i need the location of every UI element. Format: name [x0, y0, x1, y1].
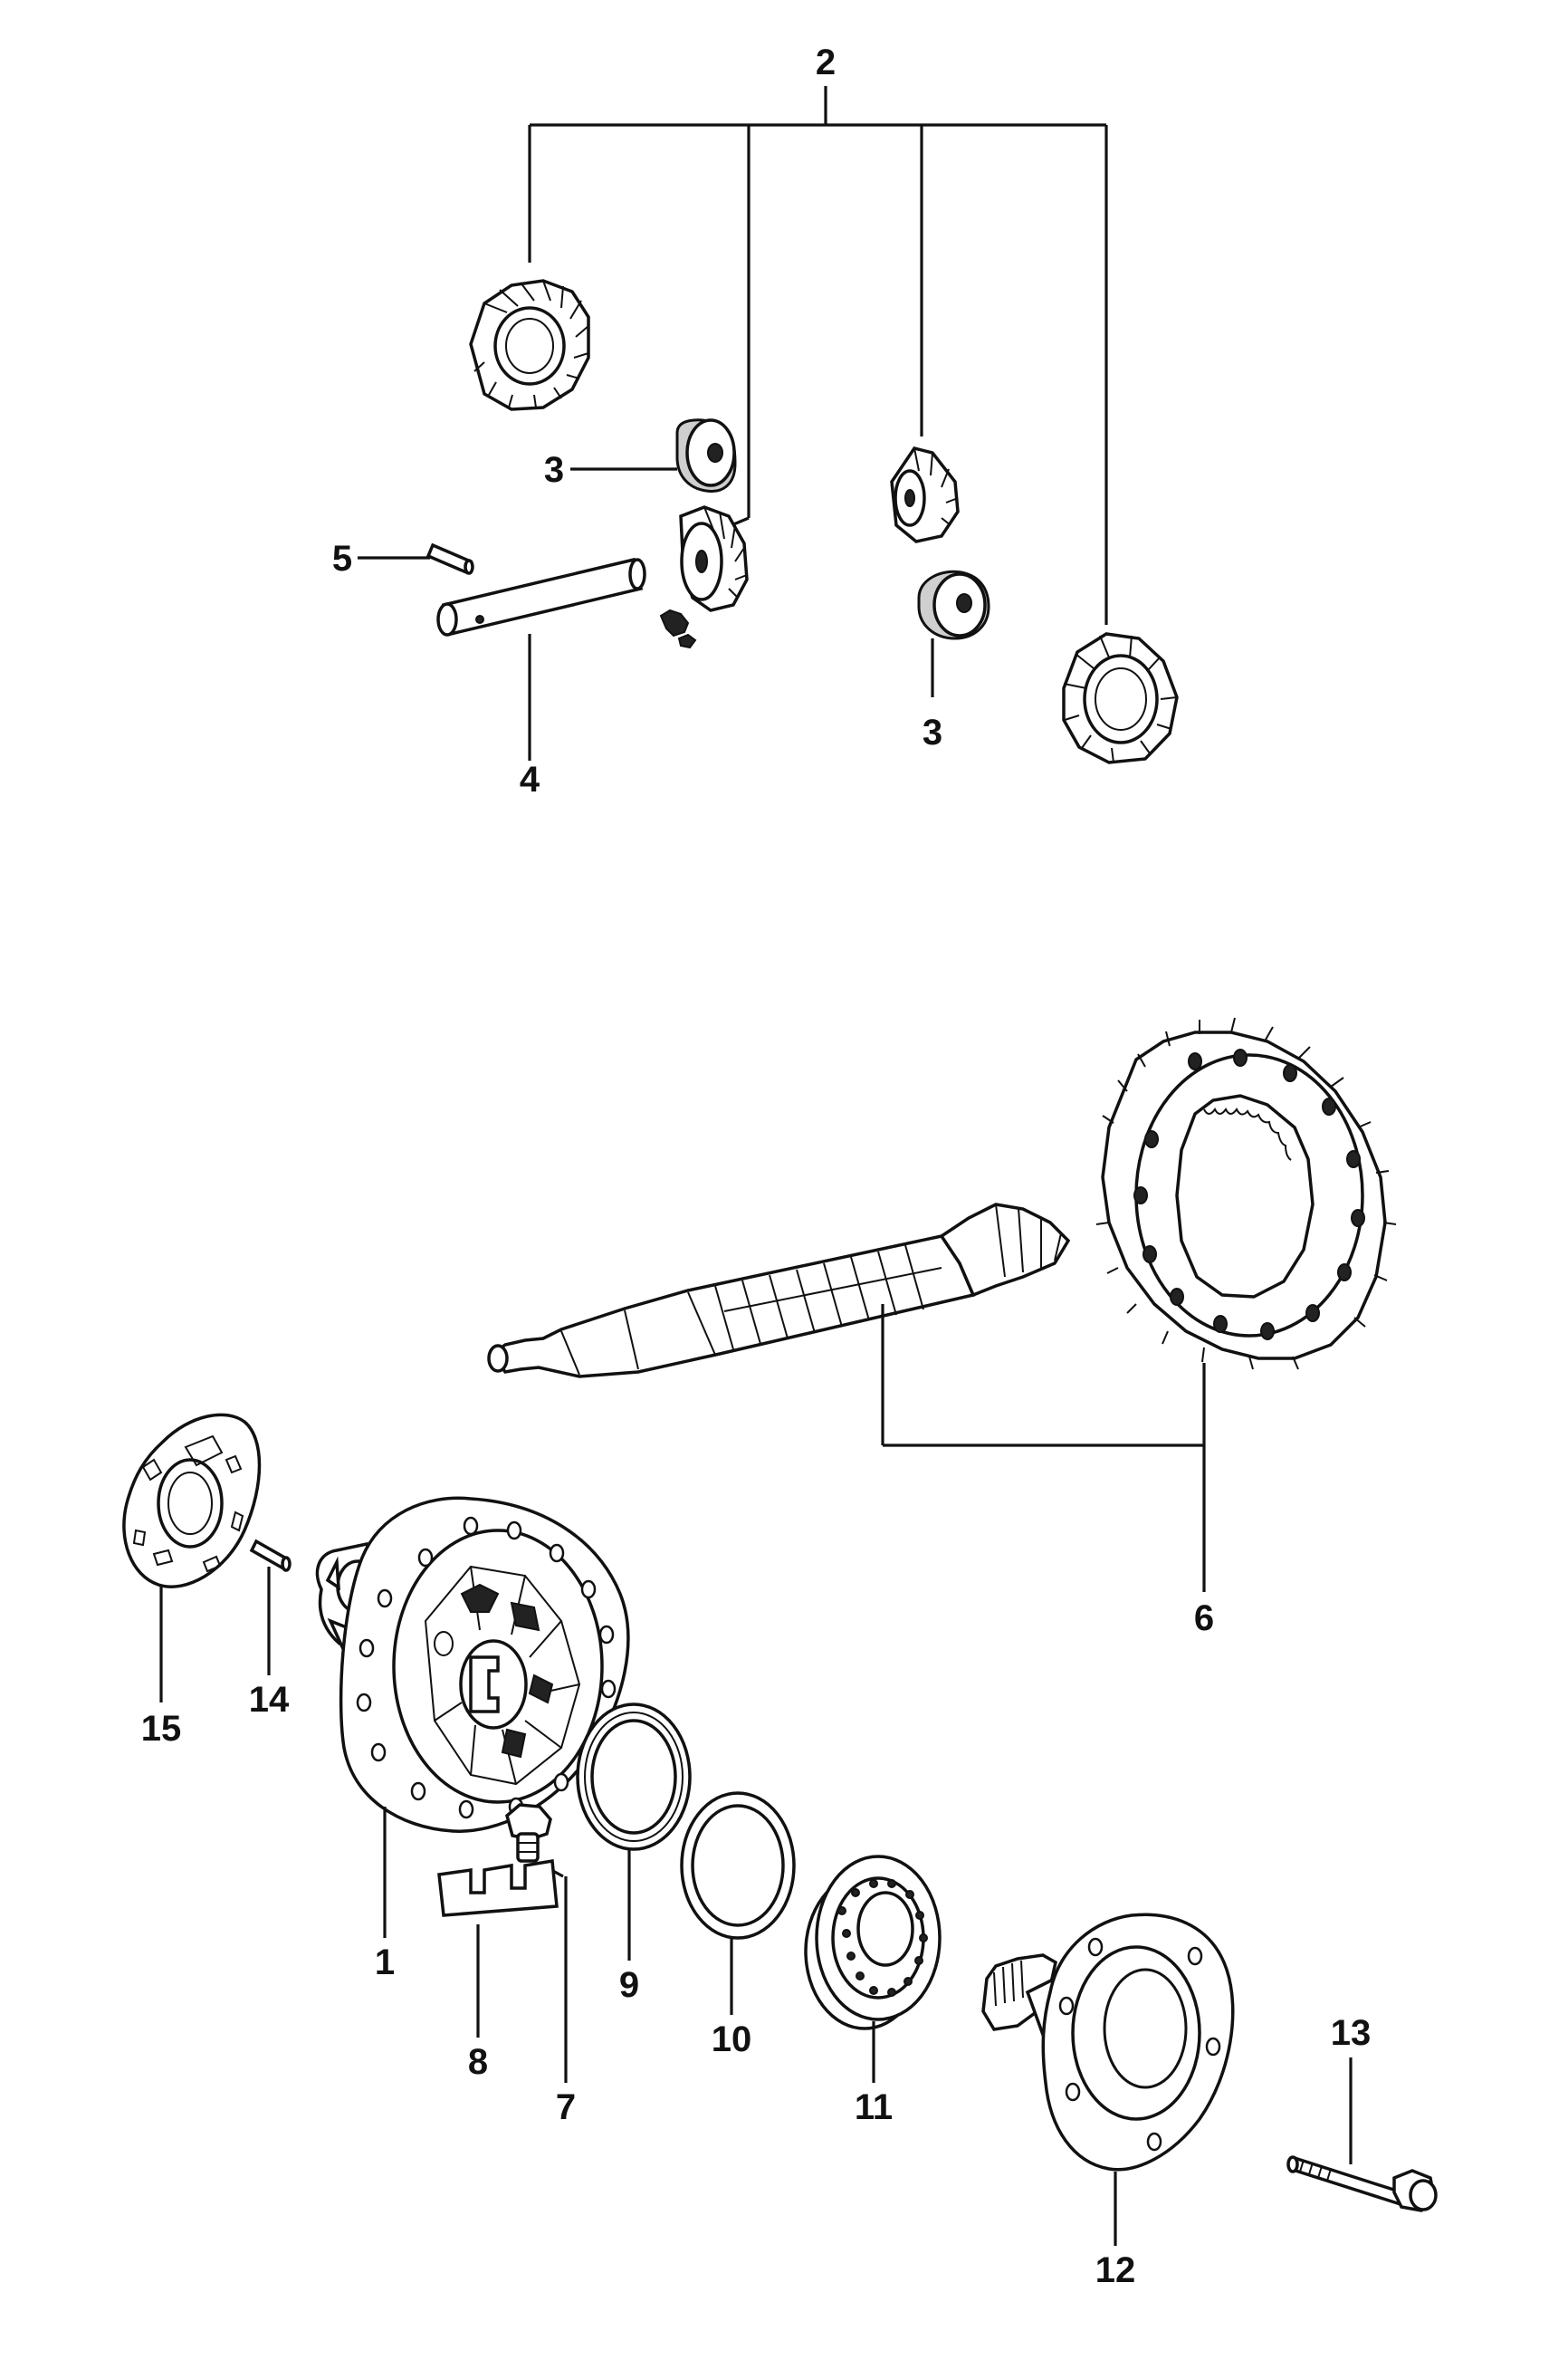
callout-10: 10 — [712, 2019, 752, 2059]
differential-shaft — [436, 557, 646, 637]
callout-14: 14 — [249, 1680, 290, 1720]
retaining-clip — [437, 1858, 559, 1917]
tapered-roller-bearing — [804, 1855, 942, 2030]
pinion-gear-right — [890, 446, 960, 543]
seal-ring — [576, 1702, 692, 1851]
shim-ring — [680, 1791, 796, 1940]
leader-6 — [881, 1304, 1206, 1592]
callout-3-left: 3 — [544, 450, 564, 490]
pinion-gear-center — [679, 505, 749, 612]
callout-5: 5 — [332, 539, 352, 579]
side-gear-right — [1062, 632, 1179, 764]
callout-12: 12 — [1095, 2250, 1136, 2290]
thrust-washer-left — [675, 418, 737, 494]
ring-gear — [1095, 1017, 1397, 1370]
lock-piece — [659, 609, 697, 649]
roll-pin-14 — [249, 1539, 292, 1572]
callout-7: 7 — [556, 2087, 576, 2127]
callout-9: 9 — [619, 1965, 639, 2005]
hex-bolt — [1286, 2155, 1438, 2212]
output-flange — [981, 1913, 1235, 2172]
side-gear-left — [469, 279, 590, 411]
roll-pin — [425, 542, 474, 575]
callout-8: 8 — [468, 2042, 488, 2082]
oil-baffle-plate — [122, 1413, 262, 1588]
leader-2 — [528, 86, 1108, 625]
callout-15: 15 — [141, 1709, 182, 1749]
callout-3-right: 3 — [923, 713, 942, 753]
callout-6: 6 — [1194, 1598, 1214, 1638]
callout-13: 13 — [1331, 2013, 1372, 2053]
thrust-washer-right — [917, 570, 990, 640]
drive-pinion-shaft — [487, 1203, 1071, 1378]
drain-screw — [505, 1803, 552, 1863]
callout-4: 4 — [520, 760, 540, 800]
callout-11: 11 — [855, 2087, 893, 2127]
callout-1: 1 — [375, 1942, 395, 1982]
callout-2: 2 — [816, 43, 836, 82]
